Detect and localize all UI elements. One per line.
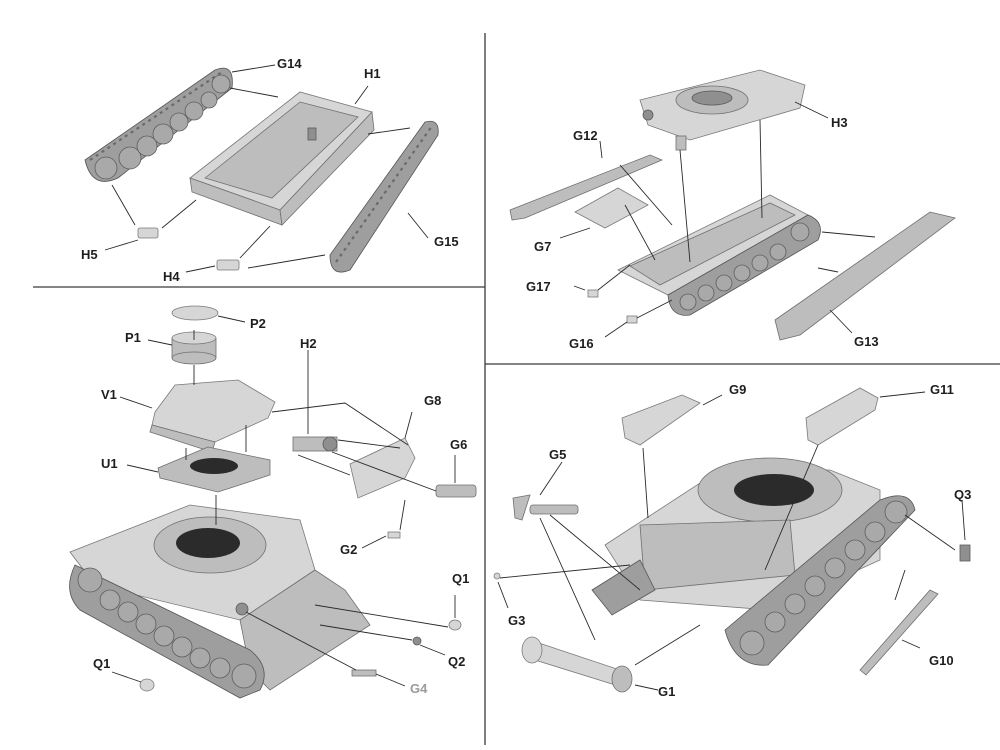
hull-top	[617, 194, 821, 316]
label-G3: G3	[508, 613, 525, 628]
label-G8: G8	[424, 393, 441, 408]
panel-dividers	[33, 33, 1000, 745]
track-g14	[84, 67, 233, 182]
part-g4	[351, 669, 377, 677]
part-q1-left	[139, 678, 155, 692]
label-G13: G13	[854, 334, 879, 349]
box-g9	[621, 394, 701, 446]
label-G11: G11	[930, 382, 954, 397]
label-Q1-right: Q1	[452, 571, 469, 586]
label-G9: G9	[729, 382, 746, 397]
label-P1: P1	[125, 330, 141, 345]
part-g17	[587, 289, 599, 298]
label-G10: G10	[929, 653, 954, 668]
turret-h3	[639, 69, 806, 151]
part-g5	[512, 494, 579, 521]
part-q1-right	[448, 619, 462, 631]
label-Q3: Q3	[954, 487, 971, 502]
label-G2: G2	[340, 542, 357, 557]
label-H5: H5	[81, 247, 98, 262]
panel-rear	[493, 387, 971, 693]
mantlet-g8	[349, 437, 416, 499]
fender-g12	[509, 154, 664, 221]
part-labels: G14 H1 H5 H4 G15 H3 G12 G7 G17 G16 G13 P…	[81, 56, 971, 699]
hatch-p2	[171, 305, 219, 321]
label-G4: G4	[410, 681, 428, 696]
tank-rear	[591, 457, 916, 666]
panel-hull-tracks	[84, 64, 439, 273]
label-G17: G17	[526, 279, 551, 294]
rod-g10	[859, 589, 939, 676]
part-h4	[216, 259, 240, 271]
label-Q2: Q2	[448, 654, 465, 669]
cupola-p1	[171, 331, 217, 365]
panel-turret-assembly	[69, 305, 477, 699]
fender-g13	[774, 211, 956, 341]
mantlet-h2	[292, 436, 338, 452]
label-Q1-left: Q1	[93, 656, 110, 671]
label-G5: G5	[549, 447, 566, 462]
label-H3: H3	[831, 115, 848, 130]
part-q2	[412, 636, 422, 646]
panel-turret-hull	[509, 69, 956, 341]
part-g3	[493, 572, 501, 580]
ring-u1	[157, 446, 271, 493]
label-G12: G12	[573, 128, 598, 143]
bin-g11	[805, 387, 879, 446]
label-H4: H4	[163, 269, 180, 284]
label-G15: G15	[434, 234, 459, 249]
label-G7: G7	[534, 239, 551, 254]
track-g15	[329, 120, 439, 273]
label-G14: G14	[277, 56, 302, 71]
part-g2	[387, 531, 401, 539]
part-g16	[626, 315, 638, 324]
label-G1: G1	[658, 684, 675, 699]
label-P2: P2	[250, 316, 266, 331]
label-V1: V1	[101, 387, 117, 402]
part-q3	[959, 544, 971, 562]
hull-h1	[189, 91, 375, 226]
label-U1: U1	[101, 456, 118, 471]
label-G16: G16	[569, 336, 594, 351]
label-H1: H1	[364, 66, 381, 81]
part-h5	[137, 227, 159, 239]
barrel-g6	[435, 484, 477, 498]
turret-v1	[149, 379, 276, 453]
plate-g7	[574, 187, 649, 229]
drum-g1	[521, 636, 633, 693]
label-H2: H2	[300, 336, 317, 351]
tank-assembled	[69, 504, 371, 699]
label-G6: G6	[450, 437, 467, 452]
